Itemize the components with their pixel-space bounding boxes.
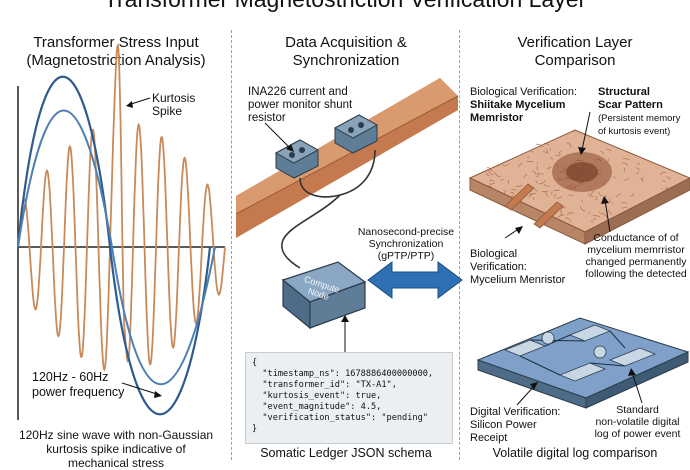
standard-label: Standard non-volatile digital log of pow…: [585, 404, 690, 440]
json-schema-block: { "timestamp_ns": 1678886400000000, "tra…: [245, 352, 453, 444]
col1-caption: 120Hz sine wave with non-Gaussian kurtos…: [0, 428, 232, 470]
col3-caption: Volatile digital log comparison: [460, 447, 690, 460]
silicon-chip-icon: [478, 318, 688, 408]
sensor-pointer: [265, 123, 292, 150]
mycelium-board-icon: [470, 130, 690, 244]
double-arrow-icon: [368, 262, 462, 298]
kurtosis-label: Kurtosis Spike: [152, 92, 195, 118]
frequency-label: 120Hz - 60Hz power frequency: [32, 370, 124, 400]
bio-top-label: Biological Verification: Shiitake Myceli…: [470, 86, 577, 125]
col3-heading: Verification Layer Comparison: [460, 34, 690, 70]
col2-heading: Data Acquisition & Synchronization: [232, 34, 460, 70]
scar-label: Structural Scar Pattern (Persistent memo…: [598, 86, 680, 138]
digital-label: Digital Verification: Silicon Power Rece…: [470, 406, 561, 445]
bio-low-label: Biological Verification: Mycelium Menris…: [470, 248, 565, 287]
col2-caption: Somatic Ledger JSON schema: [232, 447, 460, 460]
freq-arrowhead: [154, 391, 162, 398]
sensor-label: INA226 current and power monitor shunt r…: [248, 86, 352, 125]
kurtosis-arrowhead: [126, 101, 133, 108]
digital-pointer: [517, 385, 535, 405]
sync-label: Nanosecond-precise Synchronization (gPTP…: [356, 226, 456, 262]
conductance-label: Conductance of of mycelium memrristor ch…: [583, 232, 689, 280]
